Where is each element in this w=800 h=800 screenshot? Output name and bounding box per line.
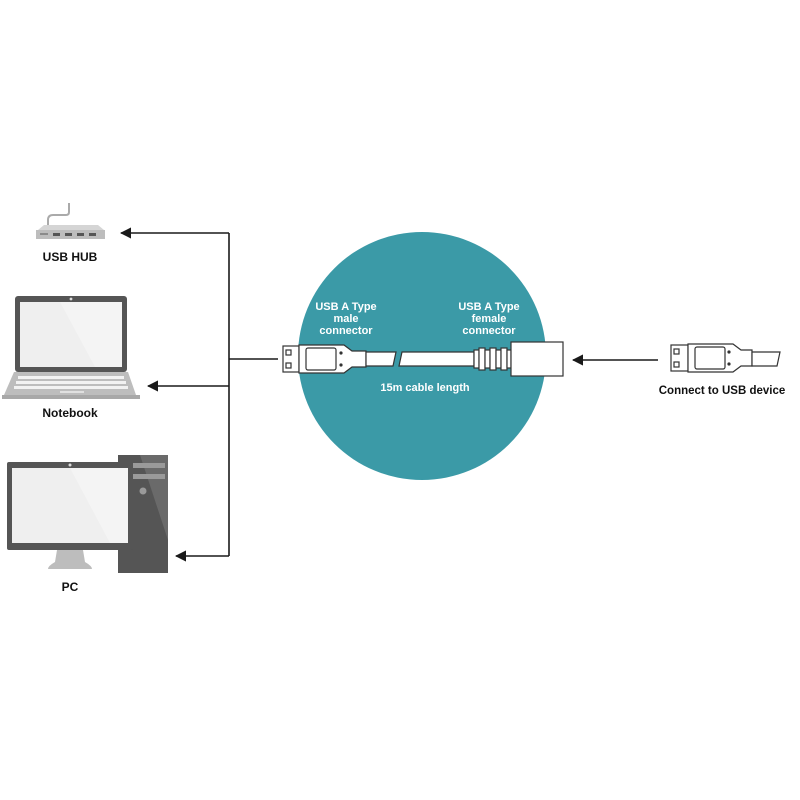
laptop-icon bbox=[2, 296, 140, 399]
male-label-line-3: connector bbox=[319, 325, 373, 337]
desktop-pc-icon bbox=[7, 455, 168, 573]
female-label-line-3: connector bbox=[462, 325, 516, 337]
female-connector-label: USB A Type female connector bbox=[458, 301, 519, 337]
usb-plug-icon bbox=[670, 343, 781, 373]
male-connector-label: USB A Type male connector bbox=[315, 301, 376, 337]
pc-label: PC bbox=[62, 580, 79, 594]
usb-hub-icon bbox=[36, 203, 105, 239]
usb-hub-label: USB HUB bbox=[43, 250, 98, 264]
device-label: Connect to USB device bbox=[659, 385, 786, 397]
male-label-line-2: male bbox=[333, 313, 358, 325]
notebook-label: Notebook bbox=[42, 406, 98, 420]
cable-length-label: 15m cable length bbox=[380, 382, 470, 394]
male-usb-connector-icon bbox=[282, 341, 564, 377]
male-label-line-1: USB A Type bbox=[315, 301, 376, 313]
female-label-line-1: USB A Type bbox=[458, 301, 519, 313]
female-label-line-2: female bbox=[472, 313, 507, 325]
branch-connectors bbox=[119, 227, 658, 562]
